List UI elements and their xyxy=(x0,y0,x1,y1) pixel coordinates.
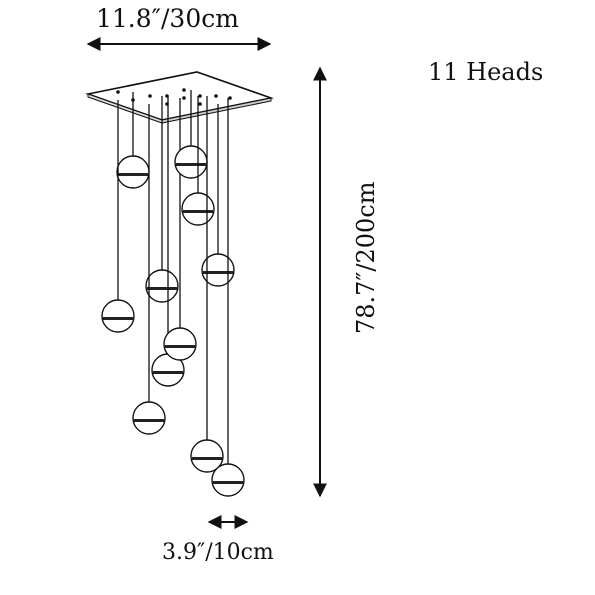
pendant-mount-dot xyxy=(116,90,120,94)
pendant-band xyxy=(165,345,195,348)
pendant-mount-dot xyxy=(165,102,169,106)
pendant-6 xyxy=(163,96,197,361)
pendant-5 xyxy=(132,102,169,435)
globe-pendant-icon xyxy=(101,299,135,333)
globe-pendant-icon xyxy=(163,327,197,361)
globe-pendant-icon xyxy=(201,253,235,287)
pendant-8 xyxy=(181,94,215,226)
pendant-band xyxy=(118,173,148,176)
pendant-mount-dot xyxy=(198,102,202,106)
pendant-9 xyxy=(198,102,235,287)
pendant-2 xyxy=(101,98,135,333)
pendant-4 xyxy=(151,94,185,387)
pendant-band xyxy=(134,419,164,422)
pendant-mount-dot xyxy=(198,94,202,98)
pendant-mount-dot xyxy=(228,96,232,100)
globe-pendant-icon xyxy=(190,439,224,473)
pendant-band xyxy=(183,210,213,213)
globe-pendant-icon xyxy=(132,401,166,435)
pendant-mount-dot xyxy=(182,96,186,100)
globe-pendant-icon xyxy=(116,155,150,189)
pendant-band xyxy=(176,163,206,166)
pendant-lights xyxy=(101,88,245,497)
height-dimension-label: 78.7″/200cm xyxy=(352,181,380,335)
pendant-mount-dot xyxy=(182,88,186,92)
pendant-mount-dot xyxy=(214,94,218,98)
pendant-11 xyxy=(211,96,245,497)
pendant-band xyxy=(213,481,243,484)
globe-pendant-icon xyxy=(181,192,215,226)
heads-count-label: 11 Heads xyxy=(428,58,544,86)
pendant-mount-dot xyxy=(148,94,152,98)
pendant-10 xyxy=(190,94,224,473)
shade-width-label: 3.9″/10cm xyxy=(162,540,274,565)
pendant-band xyxy=(192,457,222,460)
pendant-band xyxy=(147,287,177,290)
pendant-7 xyxy=(174,88,208,179)
width-dimension-label: 11.8″/30cm xyxy=(96,4,239,33)
pendant-band xyxy=(203,271,233,274)
globe-pendant-icon xyxy=(174,145,208,179)
globe-pendant-icon xyxy=(145,269,179,303)
canopy xyxy=(84,71,275,124)
globe-pendant-icon xyxy=(211,463,245,497)
pendant-band xyxy=(153,371,183,374)
pendant-mount-dot xyxy=(131,98,135,102)
pendant-band xyxy=(103,317,133,320)
pendant-3 xyxy=(145,94,179,303)
